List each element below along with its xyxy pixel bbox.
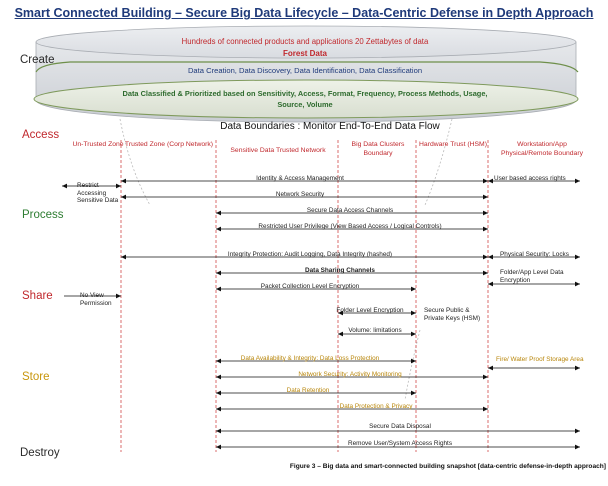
arrow-user-rights <box>488 178 580 184</box>
label-secure-channels: Secure Data Access Channels <box>306 207 394 214</box>
label-sharing-channels: Data Sharing Channels <box>305 267 375 274</box>
arrow-activity <box>216 374 488 380</box>
arrow-volume <box>338 331 416 337</box>
cylinder-line-3: Data Creation, Data Discovery, Data Iden… <box>187 66 423 75</box>
label-identity: Identity & Access Management <box>256 175 344 182</box>
arrow-packet-encryption <box>216 286 416 292</box>
label-packet-encryption: Packet Collection Level Encryption <box>260 283 360 290</box>
label-integrity: Integrity Protection: Audit Logging, Dat… <box>228 251 392 259</box>
stage-process: Process <box>22 209 64 221</box>
label-folder-app: Folder/App Level Data Encryption <box>500 269 564 284</box>
diagram-title: Smart Connected Building – Secure Big Da… <box>14 6 594 20</box>
arrow-remove-rights <box>216 444 580 450</box>
label-restricted-privilege: Restricted User Privilege (View Based Ac… <box>258 223 442 230</box>
stage-store: Store <box>22 371 50 383</box>
label-disposal: Secure Data Disposal <box>369 423 431 430</box>
zone-trusted: Trusted Zone (Corp Network) <box>124 141 214 148</box>
arrow-sharing-channels <box>216 270 488 276</box>
arrow-physical-locks <box>488 254 580 260</box>
data-boundaries-heading: Data Boundaries : Monitor End-To-End Dat… <box>220 121 440 132</box>
arrow-restrict <box>62 183 121 189</box>
arrow-restricted-privilege <box>216 226 488 232</box>
arrow-folder-level <box>338 310 416 316</box>
label-integrity-rest: Audit Logging, Data Integrity (hashed) <box>282 251 393 258</box>
label-activity: Network Security: Activity Monitoring <box>298 371 402 378</box>
figure-caption: Figure 3 – Big data and smart-connected … <box>289 463 606 470</box>
zone-workstation: Workstation/App Physical/Remote Boundary <box>501 141 583 157</box>
arrow-secure-channels <box>216 210 488 216</box>
label-volume-bold: Volume <box>348 327 370 334</box>
arrow-integrity <box>121 254 488 260</box>
stage-destroy: Destroy <box>20 447 60 459</box>
label-availability: Data Availability & Integrity: Data Loss… <box>240 355 380 362</box>
label-user-rights: User based access rights <box>494 175 566 182</box>
arrow-fire <box>488 365 580 371</box>
cylinder-line-2: Forest Data <box>282 49 327 58</box>
arrow-retention <box>216 390 416 396</box>
arrow-disposal <box>216 428 580 434</box>
arrow-folder-app <box>488 281 580 287</box>
stage-access: Access <box>22 129 60 141</box>
label-remove-rights: Remove User/System Access Rights <box>347 440 453 447</box>
label-no-view: No View Permission <box>80 292 112 307</box>
label-restrict: Restrict Accessing Sensitive Data <box>77 182 119 204</box>
label-secure-keys: Secure Public & Private Keys (HSM) <box>424 307 481 322</box>
label-fire: Fire/ Water Proof Storage Area <box>496 356 584 363</box>
cylinder-line-5: Source, Volume <box>277 100 333 109</box>
label-physical-locks: Physical Security: Locks <box>500 251 569 258</box>
arrow-no-view <box>64 293 121 299</box>
label-integrity-bold: Integrity Protection: <box>227 251 283 258</box>
arrow-availability <box>216 358 416 364</box>
zone-sensitive: Sensitive Data Trusted Network <box>230 147 326 154</box>
arrow-network-security <box>121 194 488 200</box>
arrow-identity <box>121 178 488 184</box>
zone-hardware: Hardware Trust (HSM) <box>419 141 487 148</box>
label-protection: Data Protection & Privacy <box>339 403 413 410</box>
label-network-security: Network Security <box>275 191 325 198</box>
label-volume: Volume: limitations <box>348 327 401 335</box>
cylinder-line-1: Hundreds of connected products and appli… <box>181 37 429 46</box>
cylinder-line-4: Data Classified & Prioritized based on S… <box>122 89 488 98</box>
stage-create: Create <box>20 54 55 66</box>
zone-untrusted: Un-Trusted Zone <box>72 141 124 148</box>
zone-bigdata: Big Data Clusters Boundary <box>351 141 405 157</box>
label-volume-rest: : limitations <box>369 327 402 334</box>
stage-share: Share <box>22 290 53 302</box>
arrow-protection <box>216 406 488 412</box>
label-folder-level: Folder Level Encryption <box>336 307 404 314</box>
label-retention: Data Retention <box>286 387 330 394</box>
